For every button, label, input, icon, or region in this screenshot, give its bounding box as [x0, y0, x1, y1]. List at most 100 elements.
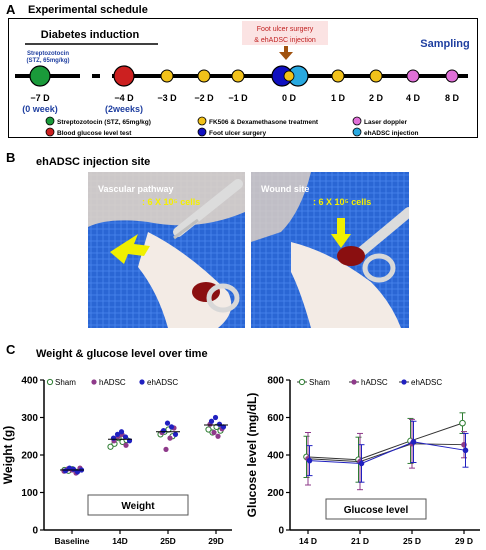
week0-label: (0 week) [22, 104, 58, 114]
day-label: 0 D [282, 93, 297, 103]
x-tick-label: 14D [112, 536, 128, 546]
legend-marker [298, 378, 306, 386]
legend-stz-label: Streptozotocin (STZ, 65mg/kg) [57, 119, 151, 126]
panel-b-letter: B [6, 150, 16, 165]
legend-stz-icon [45, 116, 55, 126]
legend-marker [401, 379, 407, 385]
day-label: 1 D [331, 93, 346, 103]
legend-label: hADSC [361, 378, 388, 387]
marker-fk506-p1 [331, 69, 345, 83]
data-point [164, 420, 171, 426]
y-tick-label: 0 [32, 526, 38, 537]
data-point [70, 466, 77, 472]
y-axis-label: Weight (g) [1, 426, 15, 484]
data-point [74, 469, 81, 475]
panel-c-letter: C [6, 342, 16, 357]
data-point [66, 465, 73, 471]
data-point [211, 429, 217, 436]
data-point [208, 418, 215, 424]
series-line [306, 422, 463, 461]
x-tick-label: 29D [208, 536, 224, 546]
legend-laser-label: Laser doppler [364, 119, 407, 126]
marker-fk506-p2 [369, 69, 383, 83]
panel-b-title: ehADSC injection site [36, 156, 151, 168]
legend-glucose-label: Blood glucose level test [57, 130, 132, 137]
marker-laser-doppler-8 [445, 69, 459, 83]
y-tick-label: 300 [21, 413, 38, 424]
data-point [62, 468, 69, 474]
y-tick-label: 200 [267, 488, 284, 499]
marker-glucose-test [113, 65, 135, 87]
x-tick-label: 14 D [299, 536, 317, 546]
legend-marker [139, 379, 145, 385]
panel-a-title: Experimental schedule [28, 4, 148, 16]
stz-label-line2: (STZ, 65mg/kg) [26, 58, 69, 64]
chart-title-label: Glucose level [344, 505, 409, 516]
data-point [160, 428, 167, 434]
day-label: 4 D [406, 93, 421, 103]
y-tick-label: 600 [267, 413, 284, 424]
day-label: 8 D [445, 93, 460, 103]
photo1-cells: : 6 X 10⁵ cells [142, 197, 201, 207]
marker-stz [29, 65, 51, 87]
series-line [309, 441, 466, 464]
day-label: 2 D [369, 93, 384, 103]
surgery-label-bg [242, 21, 328, 45]
legend-glucose-icon [45, 127, 55, 137]
data-point [220, 424, 227, 430]
legend-label: ehADSC [411, 378, 442, 387]
y-axis-label: Glucose level (mg/dL) [245, 393, 259, 518]
chart-title-box [325, 498, 427, 520]
data-point [215, 433, 221, 439]
sampling-label: Sampling [420, 38, 470, 50]
data-point [110, 435, 117, 441]
data-point [459, 419, 466, 427]
day-label: −3 D [157, 93, 177, 103]
x-tick-label: 29 D [455, 536, 473, 546]
series-line [307, 443, 465, 463]
y-tick-label: 0 [278, 526, 284, 537]
y-tick-label: 200 [21, 451, 38, 462]
photo-vascular-illustration [88, 172, 245, 328]
data-point [114, 431, 121, 437]
data-point [212, 414, 219, 421]
x-tick-label: 21 D [351, 536, 369, 546]
legend-injection-icon [352, 127, 362, 137]
legend-marker [46, 378, 54, 386]
stz-label-line1: Streptozotocin [27, 51, 69, 57]
legend-label: Sham [55, 378, 76, 387]
photo2-label: Wound site [261, 184, 310, 194]
marker-fk506-m3 [160, 69, 174, 83]
day-label: −2 D [194, 93, 214, 103]
photo1-label: Vascular pathway [98, 184, 174, 194]
chart-title-label: Weight [121, 501, 155, 512]
panel-c-title: Weight & glucose level over time [36, 348, 208, 360]
surgery-label-line1: Foot ulcer surgery [257, 26, 314, 33]
legend-laser-icon [352, 116, 362, 126]
data-point [168, 424, 175, 430]
surgery-arrow-icon [279, 52, 293, 60]
legend-label: hADSC [99, 378, 126, 387]
legend-label: ehADSC [147, 378, 178, 387]
data-point [358, 460, 365, 467]
x-tick-label: 25D [160, 536, 176, 546]
data-point [167, 435, 173, 441]
marker-fk506-m2 [197, 69, 211, 83]
legend-fk506-label: FK506 & Dexamethasone treatment [209, 119, 319, 126]
x-tick-label: Baseline [55, 536, 90, 546]
y-tick-label: 100 [21, 488, 38, 499]
photo-wound-site: Wound site : 6 X 10⁵ cells [251, 172, 409, 328]
legend-injection-label: ehADSC injection [364, 130, 419, 137]
marker-laser-doppler-4 [406, 69, 420, 83]
data-point [163, 446, 169, 452]
legend-label: Sham [309, 378, 330, 387]
photo-wound-illustration [251, 172, 409, 328]
data-point [306, 457, 313, 464]
week2-label: (2weeks) [105, 104, 143, 114]
diabetes-induction-label: Diabetes induction [41, 29, 140, 41]
y-tick-label: 800 [267, 376, 284, 387]
data-point [107, 443, 114, 450]
surgery-label-line2: & ehADSC injection [254, 37, 316, 44]
legend-surgery-icon [197, 127, 207, 137]
